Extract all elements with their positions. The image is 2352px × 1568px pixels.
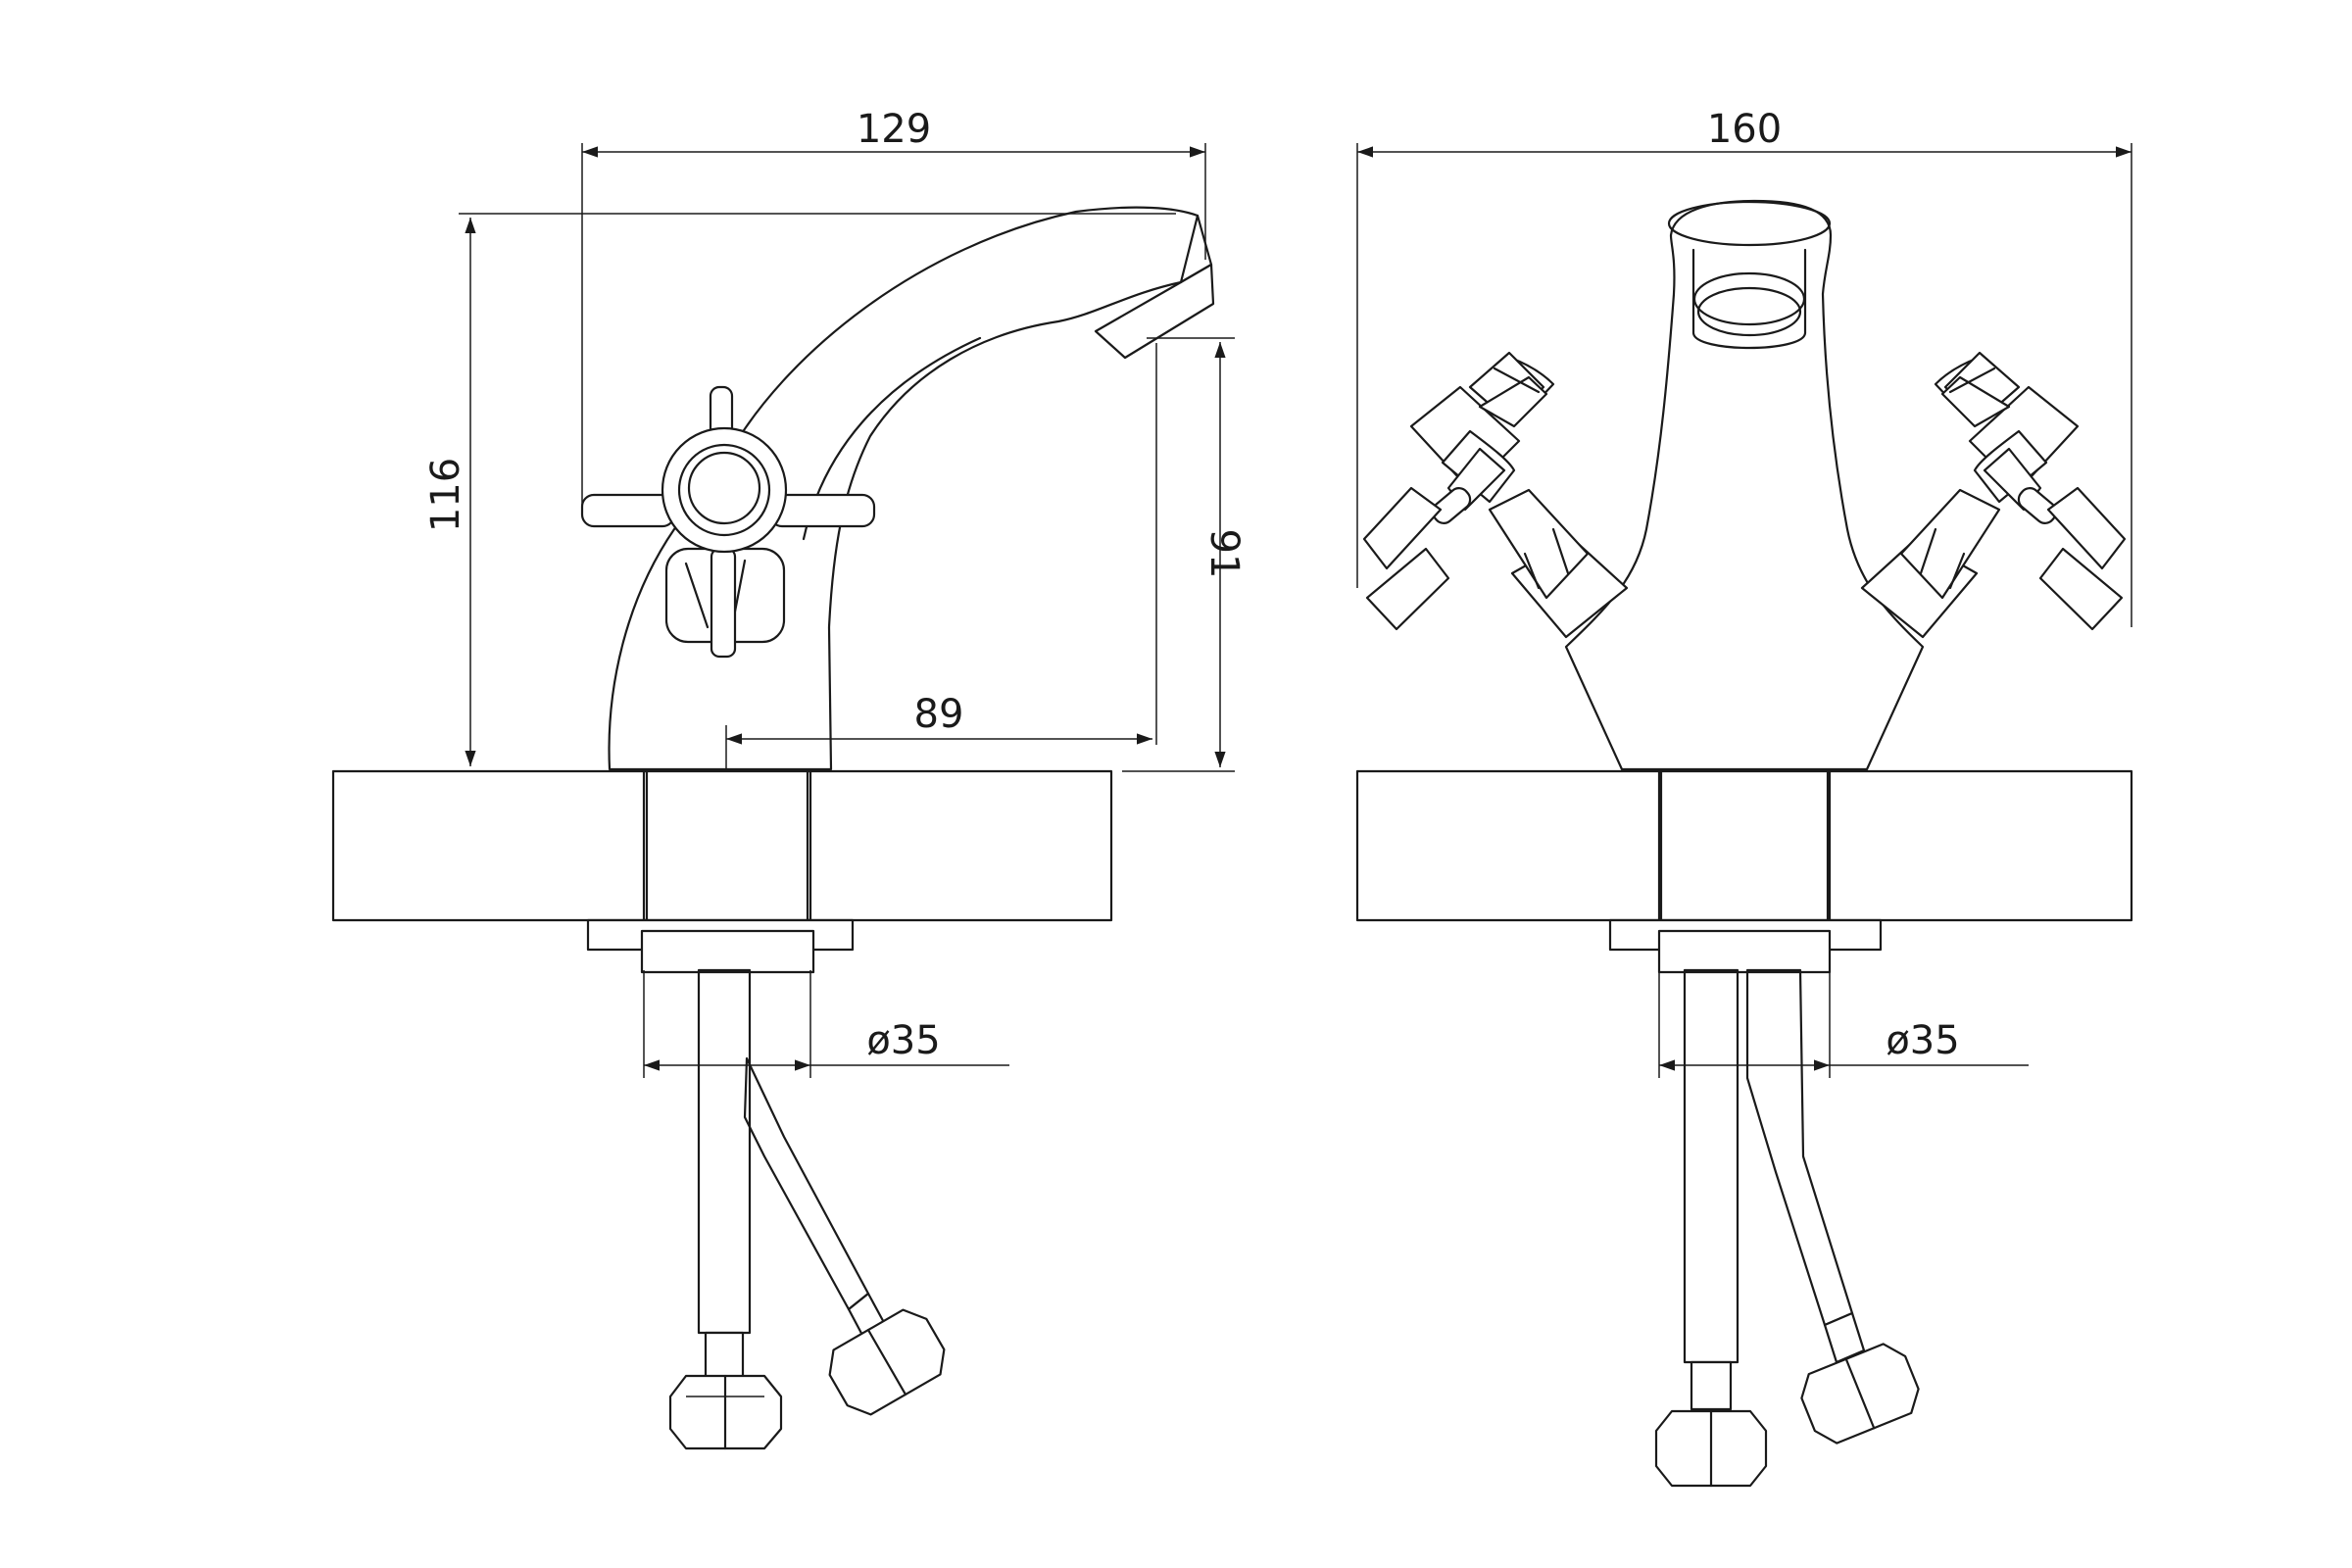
side-hose-angled [743,1056,889,1343]
side-dim-35: ø35 [643,970,1009,1078]
front-dim-35: ø35 [1658,970,2029,1078]
side-view: 129 116 91 89 ø35 [331,107,1247,1450]
front-hose-nut-1 [1654,1409,1768,1488]
side-countertop [331,769,1113,922]
front-hose-right [1745,968,1866,1364]
front-handle-right [1860,351,2127,639]
dim-label-116: 116 [423,458,468,532]
side-hose-nut-2 [828,1308,946,1416]
side-dim-89: 89 [725,692,1152,770]
dim-label-160: 160 [1707,107,1782,152]
dim-label-129: 129 [857,107,931,152]
front-countertop [1355,769,2133,922]
side-mounting-nut [586,918,855,974]
front-handle-left [1362,351,1629,639]
front-view: 160 ø35 [1355,107,2133,1488]
side-hose-straight [697,968,752,1380]
side-dim-91: 91 [1122,337,1247,772]
dim-label-91: 91 [1201,529,1247,579]
front-hose-nut-2 [1800,1343,1920,1445]
dim-label-35-front: ø35 [1886,1018,1959,1063]
dim-label-35-side: ø35 [866,1018,940,1063]
front-threaded-shank [1657,769,1832,922]
front-dim-160: 160 [1356,107,2132,627]
side-hose-nut-1 [668,1374,783,1450]
side-cross-handle [580,385,876,659]
side-dim-116: 116 [423,213,1176,766]
front-hose-left [1683,968,1740,1411]
front-mounting-nut [1608,918,1883,974]
front-faucet-body [1564,199,1925,771]
side-threaded-shank [642,769,812,922]
side-dim-129: 129 [581,107,1206,510]
dim-label-89: 89 [914,692,964,737]
